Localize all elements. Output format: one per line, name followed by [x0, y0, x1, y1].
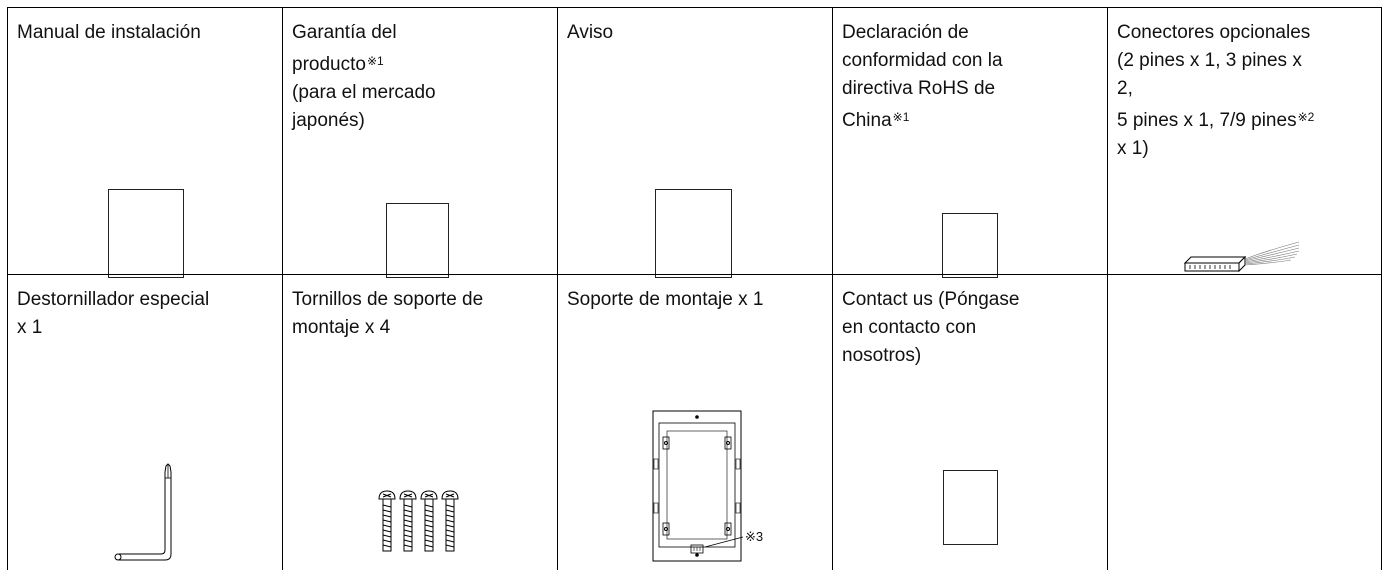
- grid-line-middle: [7, 274, 1382, 275]
- document-icon: [108, 189, 184, 278]
- contents-table: Manual de instalación Garantía del produ…: [7, 7, 1382, 570]
- label-notice: Aviso: [567, 22, 614, 43]
- cell-bracket-screws: Tornillos de soporte de montaje x 4: [282, 274, 557, 570]
- label-special-screwdriver: Destornillador especial x 1: [17, 289, 210, 338]
- screws-icon: [378, 490, 459, 552]
- cell-optional-connectors: Conectores opcionales (2 pines x 1, 3 pi…: [1107, 7, 1382, 274]
- cell-mounting-bracket: Soporte de montaje x 1 ※3: [557, 274, 832, 570]
- label-rohs-declaration: Declaración de conformidad con la direct…: [842, 22, 1003, 131]
- l-screwdriver-icon: [114, 463, 172, 561]
- grid-line-left: [7, 7, 8, 570]
- connector-icon: [1183, 241, 1300, 273]
- cell-installation-manual: Manual de instalación: [7, 7, 282, 278]
- label-mounting-bracket: Soporte de montaje x 1: [567, 289, 764, 310]
- mounting-bracket-icon: [652, 410, 744, 562]
- cell-rohs-declaration: Declaración de conformidad con la direct…: [832, 7, 1107, 278]
- grid-line-col-3: [832, 7, 833, 570]
- label-optional-connectors: Conectores opcionales (2 pines x 1, 3 pi…: [1117, 22, 1315, 159]
- document-icon: [386, 203, 449, 278]
- grid-line-col-4: [1107, 7, 1108, 570]
- cell-empty: [1107, 274, 1382, 570]
- document-icon: [942, 213, 998, 278]
- grid-line-col-1: [282, 7, 283, 570]
- cell-contact-us: Contact us (Póngase en contacto con noso…: [832, 274, 1107, 570]
- grid-line-top: [7, 7, 1382, 8]
- cell-notice: Aviso: [557, 7, 832, 278]
- document-icon: [655, 189, 732, 278]
- cell-warranty: Garantía del producto※1 (para el mercado…: [282, 7, 557, 278]
- grid-line-col-2: [557, 7, 558, 570]
- label-bracket-screws: Tornillos de soporte de montaje x 4: [292, 289, 484, 338]
- label-warranty: Garantía del producto※1 (para el mercado…: [292, 22, 436, 131]
- bracket-note-label: ※3: [745, 529, 764, 544]
- grid-line-right: [1381, 7, 1382, 570]
- label-contact-us: Contact us (Póngase en contacto con noso…: [842, 289, 1020, 366]
- document-icon: [943, 470, 998, 545]
- label-installation-manual: Manual de instalación: [17, 22, 201, 43]
- cell-special-screwdriver: Destornillador especial x 1: [7, 274, 282, 570]
